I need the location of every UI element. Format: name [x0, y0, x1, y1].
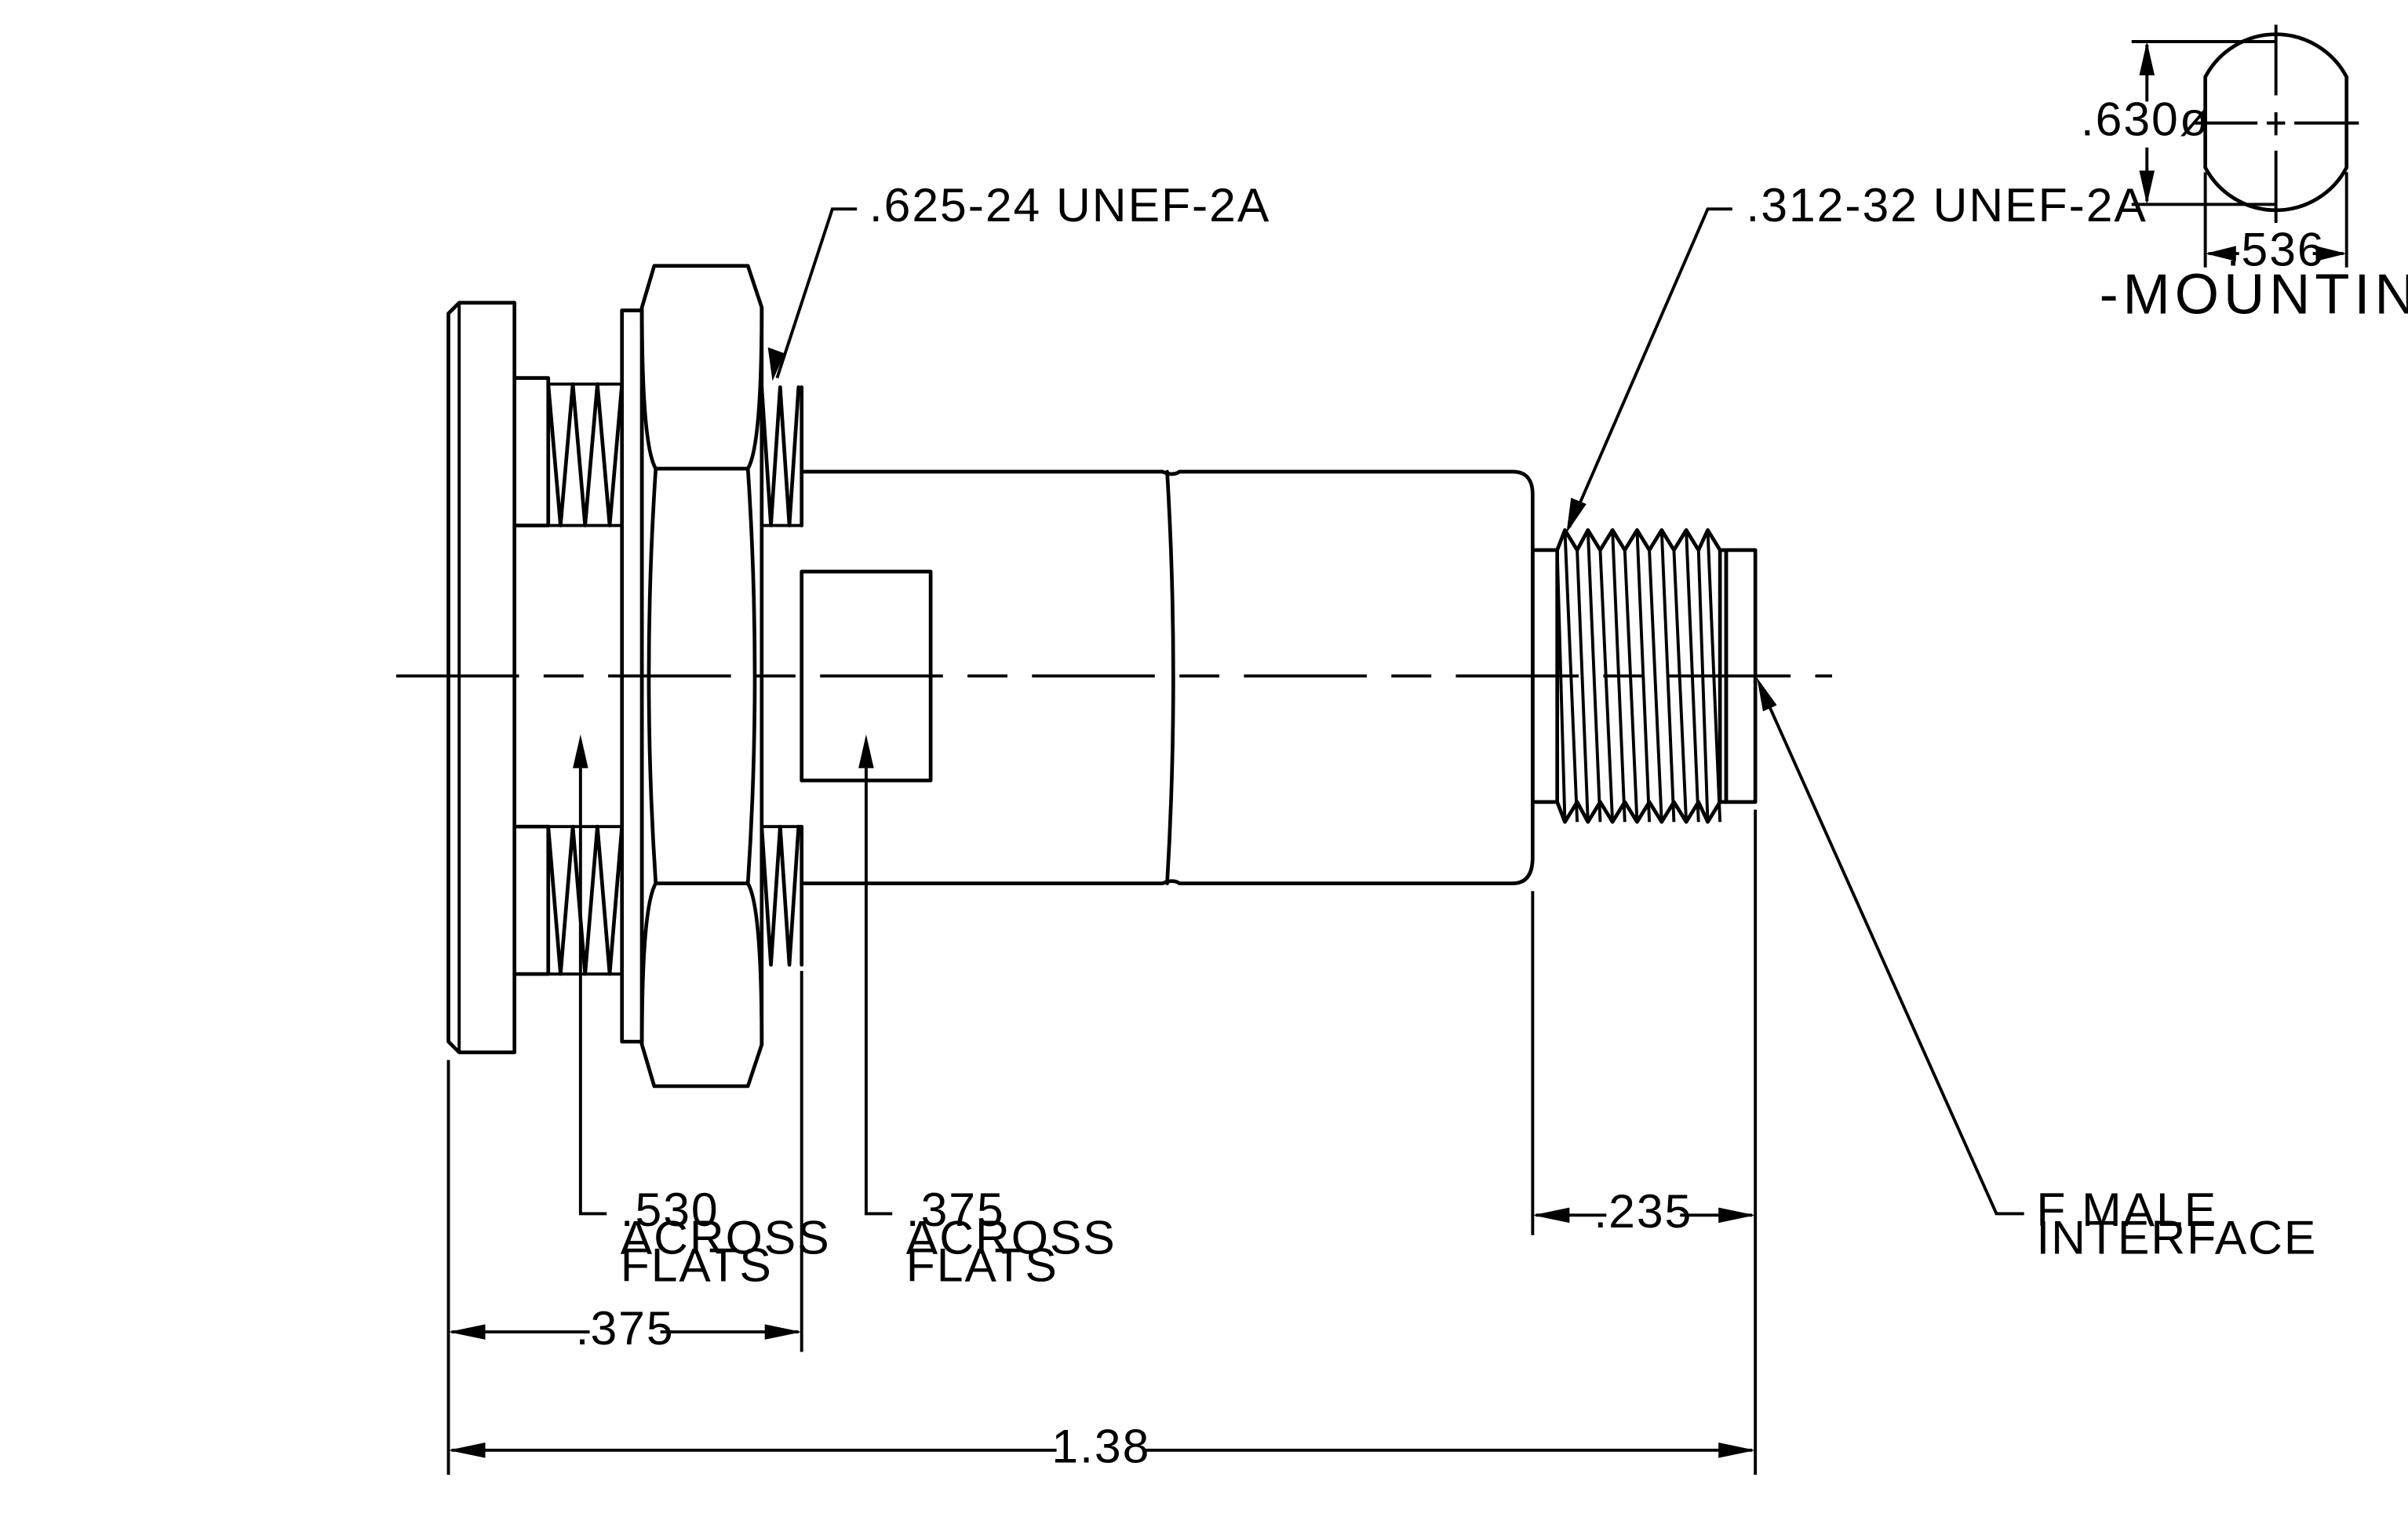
- callout-thread-large: .625-24 UNEF-2A: [767, 178, 1270, 381]
- interface-line2: INTERFACE: [2036, 1210, 2317, 1264]
- flats-large-line3: FLATS: [621, 1238, 773, 1292]
- callout-flats-large: .530 ACROSS FLATS: [573, 734, 831, 1292]
- front-thread: [760, 385, 804, 967]
- hex-nut: [639, 264, 764, 1089]
- dim-flange-length: .375: [446, 971, 803, 1475]
- flats-small-line2: ACROSS: [906, 1210, 1117, 1264]
- dim-thread-length: .235: [1531, 809, 1758, 1475]
- flats-large-value: .530: [621, 1183, 719, 1236]
- dim-overall-length: 1.38: [448, 1419, 1756, 1472]
- callout-flats-small: .375 ACROSS FLATS: [858, 734, 1117, 1292]
- callout-interface: F MALE INTERFACE: [1757, 677, 2317, 1264]
- hole-diameter-value: .630ø: [2081, 92, 2210, 145]
- f-male-thread: [1531, 528, 1758, 824]
- flats-large-line2: ACROSS: [621, 1210, 831, 1264]
- rear-thread: [512, 376, 625, 976]
- flange: [446, 301, 517, 1055]
- overall-length-value: 1.38: [1051, 1419, 1150, 1472]
- flats-small-value: .375: [906, 1183, 1005, 1236]
- mounting-hole-detail: .630ø .536 -MOUNTING HOLE-: [2081, 24, 2408, 326]
- thread-length-value: .235: [1594, 1184, 1692, 1238]
- thread-large-label: .625-24 UNEF-2A: [869, 178, 1270, 232]
- callout-thread-small: .312-32 UNEF-2A: [1566, 178, 2147, 534]
- flange-length-value: .375: [576, 1301, 675, 1355]
- flats-small-line3: FLATS: [906, 1238, 1058, 1292]
- hole-flat-value: .536: [2227, 223, 2326, 276]
- interface-line1: F MALE: [2036, 1183, 2217, 1236]
- mounting-hole-title: -MOUNTING HOLE-: [2100, 262, 2408, 326]
- thread-small-label: .312-32 UNEF-2A: [1746, 178, 2147, 232]
